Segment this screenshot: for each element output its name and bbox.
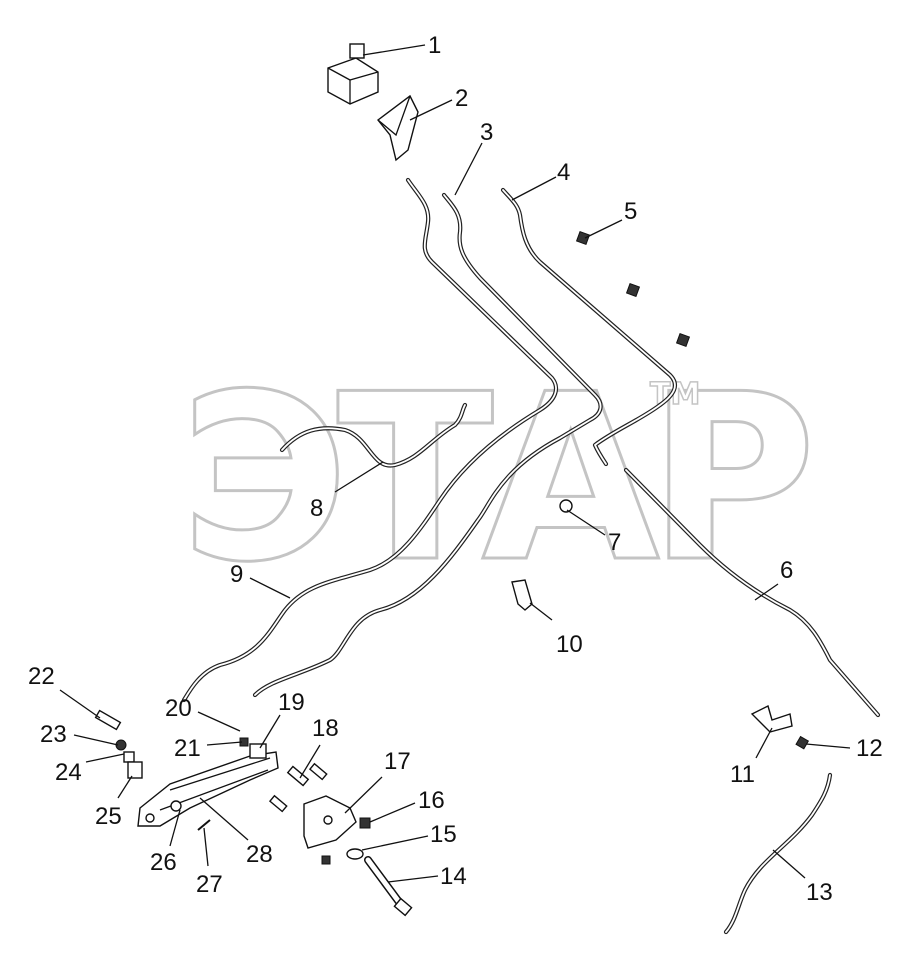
leader-21 [206,741,243,746]
part-22-bolt [94,709,122,731]
callout-9: 9 [230,561,243,588]
leader-17 [344,776,383,814]
leader-22 [59,689,101,719]
watermark: ЭТАР TM [179,345,822,615]
leader-27 [203,827,209,867]
callout-2: 2 [455,85,468,112]
part-18-bolts [268,762,331,865]
leader-7 [566,509,606,536]
tube-9 [181,177,559,703]
callout-14: 14 [440,863,467,890]
leader-25 [117,775,133,799]
part-1-box [327,43,379,105]
leader-24 [85,753,125,763]
callout-5: 5 [624,198,637,225]
leader-3 [454,142,483,196]
tube-13 [723,772,833,935]
callout-16: 16 [418,787,445,814]
part-27-pin [197,819,211,831]
tube-3 [252,192,603,698]
callout-25: 25 [95,803,122,830]
leader-10 [529,602,553,621]
part-24-spacer [123,751,135,763]
callout-22: 22 [28,663,55,690]
part-5-nuts [575,230,691,348]
callout-21: 21 [174,735,201,762]
leader-5 [584,219,623,239]
leader-1 [362,44,426,56]
tube-4 [500,187,678,467]
tube-6 [623,467,881,718]
callout-18: 18 [312,715,339,742]
leader-12 [805,743,851,749]
leader-4 [511,176,557,201]
callout-17: 17 [384,748,411,775]
leader-14 [387,875,439,883]
part-10-clamp [511,579,533,611]
callout-6: 6 [780,557,793,584]
part-12-nut [795,735,810,750]
part-17-plate [303,795,357,849]
part-16-nut [359,817,371,829]
leader-2 [409,99,453,121]
tube-8 [279,402,468,468]
part-25-bushing [127,761,143,779]
callout-11: 11 [730,761,755,788]
callout-15: 15 [430,821,457,848]
leader-8 [334,461,384,493]
part-7-clip [559,499,573,513]
leader-23 [73,734,119,746]
leader-13 [772,849,806,879]
leader-11 [755,727,773,759]
callout-7: 7 [608,529,621,556]
leader-9 [249,577,291,599]
leader-20 [197,711,241,732]
callout-26: 26 [150,849,177,876]
leader-19 [259,714,281,749]
callout-23: 23 [40,721,67,748]
callout-3: 3 [480,119,493,146]
leader-26 [169,809,181,847]
callout-4: 4 [557,159,570,186]
leader-18 [299,744,321,779]
callout-8: 8 [310,495,323,522]
part-2-bracket [377,94,419,162]
leader-6 [754,583,779,601]
leader-28 [199,797,249,841]
bolt-14 [364,856,413,917]
parts [94,43,810,865]
callout-20: 20 [165,695,192,722]
callout-24: 24 [55,759,82,786]
callout-12: 12 [856,735,883,762]
callout-13: 13 [806,879,833,906]
part-15-washer [346,848,364,860]
leader-15 [361,835,429,851]
callout-leaders [59,44,851,883]
part-28-rail-assembly [137,743,279,827]
callout-10: 10 [556,631,583,658]
callout-28: 28 [246,841,273,868]
leader-16 [369,802,416,823]
callout-27: 27 [196,871,223,898]
watermark-text: ЭТАР [180,346,808,613]
callout-labels: 1 2 3 4 5 6 7 8 9 10 11 12 13 14 15 16 1… [28,32,883,906]
callout-19: 19 [278,689,305,716]
callout-1: 1 [428,32,441,59]
